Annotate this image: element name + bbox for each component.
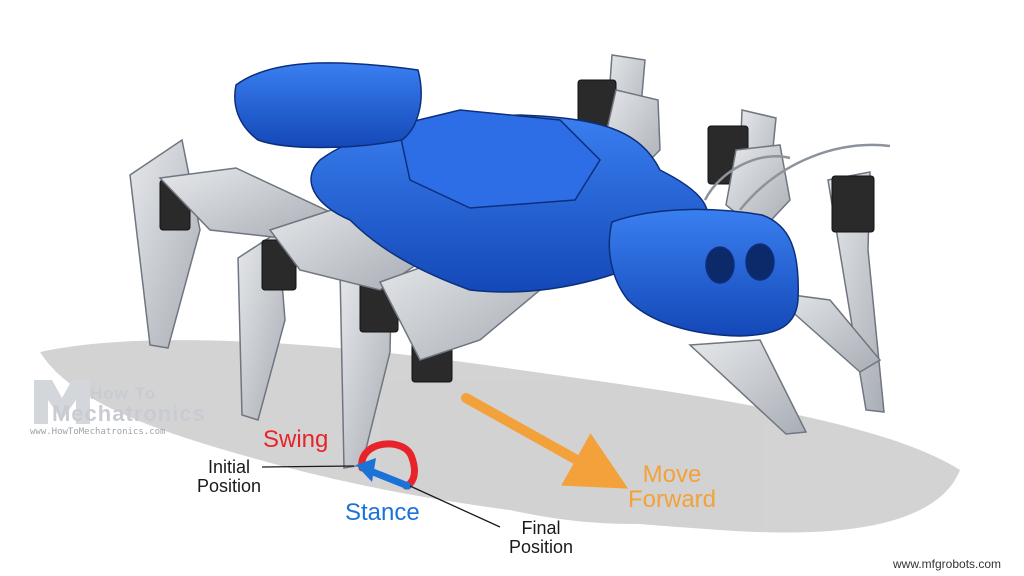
initial-position-label: Initial Position bbox=[193, 458, 265, 496]
robot-body bbox=[234, 62, 799, 337]
robot-shadow bbox=[40, 340, 960, 533]
move-forward-arrow bbox=[461, 393, 629, 489]
logo-line1: How To bbox=[90, 384, 157, 403]
final-position-pointer bbox=[409, 485, 501, 528]
stance-label: Stance bbox=[345, 499, 420, 526]
swing-arc bbox=[358, 440, 418, 490]
stance-arrow bbox=[364, 466, 412, 490]
logo-line2: Mechatronics bbox=[52, 401, 206, 426]
final-position-text: Final Position bbox=[508, 518, 574, 557]
move-forward-text: Move Forward bbox=[627, 461, 717, 514]
move-forward-label: Move Forward bbox=[624, 461, 720, 514]
antennae bbox=[703, 143, 891, 211]
initial-position-pointer bbox=[261, 465, 355, 468]
stance-arrowhead bbox=[356, 458, 376, 482]
swing-label: Swing bbox=[263, 426, 329, 453]
howtomechatronics-logo-icon bbox=[34, 380, 90, 424]
gait-arrows bbox=[261, 393, 629, 528]
initial-position-text: Initial Position bbox=[196, 457, 262, 496]
final-position-label: Final Position bbox=[505, 519, 577, 557]
logo-url: www.HowToMechatronics.com bbox=[30, 427, 166, 437]
site-watermark: www.mfgrobots.com bbox=[893, 557, 1002, 571]
